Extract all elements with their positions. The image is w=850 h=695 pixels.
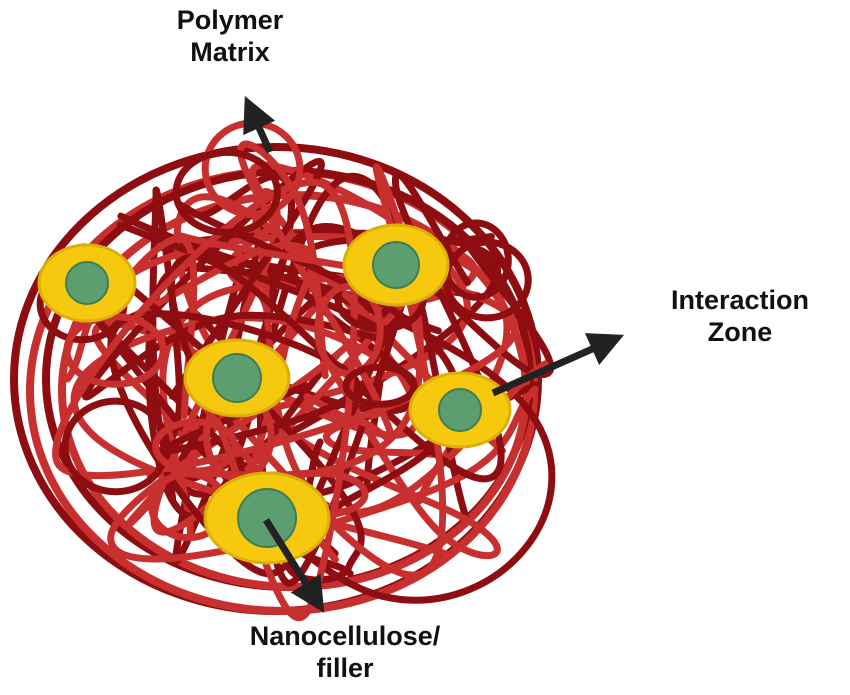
nanocellulose-core <box>212 353 262 403</box>
polymer-chain <box>64 232 478 536</box>
label-line: Interaction <box>670 285 810 315</box>
label-polymer-matrix: Polymer Matrix <box>140 4 320 68</box>
filler-particles <box>37 223 512 565</box>
nanocellulose-core <box>372 241 420 289</box>
filler-particle <box>203 471 331 565</box>
polymer-chain-loop <box>342 363 418 408</box>
label-line: filler <box>316 653 374 683</box>
arrows <box>243 96 624 613</box>
filler-particle <box>37 243 137 323</box>
filler-particle <box>183 338 291 418</box>
polymer-chain-loop <box>61 397 171 496</box>
label-line: Nanocellulose/ <box>249 621 441 651</box>
nanocellulose-core <box>438 388 482 432</box>
nanocellulose-core <box>65 261 109 305</box>
filler-particle <box>342 223 450 307</box>
label-nanocellulose: Nanocellulose/ filler <box>225 620 465 684</box>
polymer-chain <box>237 140 395 443</box>
filler-particle <box>408 371 512 449</box>
polymer-chain-loop <box>152 418 239 475</box>
arrow-nanocellulose <box>263 518 325 613</box>
label-interaction-zone: Interaction Zone <box>630 284 850 348</box>
polymer-chain-loop <box>172 148 281 236</box>
label-line: Zone <box>707 317 773 347</box>
label-line: Matrix <box>190 37 270 67</box>
arrow-interaction-zone <box>491 333 624 397</box>
nanocellulose-core <box>237 488 297 548</box>
arrow-polymer-matrix <box>243 96 276 154</box>
polymer-chain-loop <box>63 313 167 388</box>
label-line: Polymer <box>176 5 284 35</box>
